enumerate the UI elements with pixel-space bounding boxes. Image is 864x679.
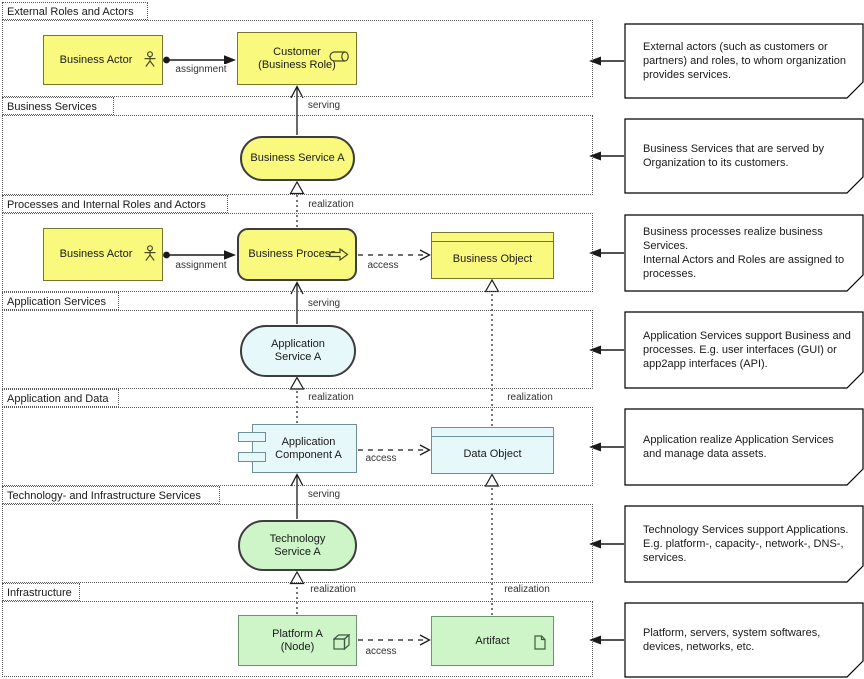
serving-label: serving: [305, 100, 343, 112]
annotation-business-services: Business Services that are served by Org…: [625, 119, 863, 193]
realization-connector-5: [484, 473, 500, 615]
note-shape: [624, 602, 864, 678]
component-tab-icon: [238, 452, 266, 462]
realization-label: realization: [502, 584, 552, 596]
lane-application-services: [2, 310, 593, 389]
access-connector-2: [358, 444, 431, 456]
note-shape: [624, 23, 864, 99]
annotation-text: Platform, servers, system softwares, dev…: [643, 627, 821, 653]
annotation-note-shapes: [624, 23, 864, 678]
role-icon: [329, 38, 350, 66]
platform-a-node[interactable]: Platform A (Node): [238, 615, 357, 666]
technology-service-a-node[interactable]: Technology Service A: [238, 520, 357, 571]
platform-a-label: Platform A (Node): [272, 627, 323, 653]
business-actor-node-2[interactable]: Business Actor: [43, 228, 163, 281]
lane-label-business-services: Business Services: [2, 97, 114, 115]
access-label: access: [363, 646, 399, 658]
technology-service-a-label: Technology Service A: [269, 532, 326, 558]
business-process-a-node[interactable]: Business Process A: [237, 228, 357, 281]
access-connector-3: [358, 634, 431, 646]
annotation-text: Application Services support Business an…: [643, 330, 851, 370]
serving-connector-3: [290, 473, 304, 519]
artifact-document-icon: [534, 622, 546, 654]
annotation-text: External actors (such as customers or pa…: [643, 41, 846, 81]
annotation-text: Business processes realize business Serv…: [643, 226, 845, 280]
object-header-band: [432, 233, 553, 242]
application-component-a-label: Application Component A: [275, 435, 342, 461]
artifact-node[interactable]: Artifact: [431, 616, 554, 666]
lane-business-services: [2, 115, 593, 195]
annotation-text: Technology Services support Applications…: [643, 524, 849, 564]
serving-connector-1: [290, 85, 304, 135]
lane-label-external-roles-and-actors: External Roles and Actors: [2, 2, 148, 20]
lane-application-and-data: [2, 407, 593, 486]
business-service-a-label: Business Service A: [250, 152, 345, 164]
customer-label: Customer (Business Role): [258, 45, 336, 71]
business-actor-label: Business Actor: [59, 248, 133, 260]
note-shape: [624, 505, 864, 583]
lane-infrastructure: [2, 601, 593, 677]
annotation-infrastructure: Platform, servers, system softwares, dev…: [625, 603, 863, 677]
artifact-label: Artifact: [475, 634, 510, 647]
lane-external-roles-and-actors: [2, 20, 593, 97]
realization-label: realization: [505, 392, 555, 404]
serving-label: serving: [305, 298, 343, 310]
realization-label: realization: [306, 199, 356, 211]
access-connector-1: [358, 249, 431, 261]
serving-connector-2: [290, 281, 304, 324]
data-object-node[interactable]: Data Object: [431, 427, 554, 474]
realization-label: realization: [308, 584, 358, 596]
annotation-technology-services: Technology Services support Applications…: [625, 506, 863, 582]
access-label: access: [363, 453, 399, 465]
realization-connector-1: [289, 180, 305, 227]
serving-label: serving: [305, 489, 343, 501]
note-shape: [624, 118, 864, 194]
annotation-external-actors: External actors (such as customers or pa…: [625, 24, 863, 98]
lane-label-processes-internal-roles: Processes and Internal Roles and Actors: [2, 195, 228, 213]
business-service-a-node[interactable]: Business Service A: [240, 136, 355, 181]
annotation-business-processes: Business processes realize business Serv…: [625, 215, 863, 291]
note-shape: [624, 214, 864, 292]
lane-processes-internal-roles: [2, 213, 593, 292]
lane-label-application-and-data: Application and Data: [2, 389, 119, 407]
customer-business-role-node[interactable]: Customer (Business Role): [237, 32, 357, 85]
assignment-connector-2: [163, 250, 236, 260]
node-cube-icon: [332, 621, 351, 654]
business-object-node[interactable]: Business Object: [431, 232, 554, 279]
application-service-a-label: Application Service A: [271, 338, 325, 363]
application-service-a-node[interactable]: Application Service A: [240, 325, 356, 377]
realization-connector-4: [289, 570, 305, 614]
lane-technology-infrastructure-services: [2, 504, 593, 583]
component-tab-icon: [238, 432, 266, 442]
access-label: access: [365, 260, 401, 272]
object-header-band: [432, 428, 553, 437]
annotation-text: Business Services that are served by Org…: [643, 143, 824, 169]
note-shape: [624, 311, 864, 389]
annotation-arrows: [589, 56, 624, 645]
application-component-a-node[interactable]: Application Component A: [252, 424, 357, 473]
note-shape: [624, 408, 864, 486]
business-actor-node-1[interactable]: Business Actor: [43, 35, 163, 85]
lane-label-application-services: Application Services: [2, 292, 119, 310]
assignment-label: assignment: [173, 64, 229, 76]
assignment-connector-1: [163, 55, 236, 65]
actor-icon: [143, 38, 157, 72]
annotation-application-services: Application Services support Business an…: [625, 312, 863, 388]
realization-connector-2: [289, 376, 305, 423]
data-object-label: Data Object: [463, 448, 522, 460]
business-actor-label: Business Actor: [59, 53, 133, 66]
lane-label-technology-infrastructure-services: Technology- and Infrastructure Services: [2, 486, 220, 504]
actor-icon: [143, 232, 157, 266]
process-arrow-icon: [329, 235, 349, 265]
annotation-text: Application realize Application Services…: [643, 434, 834, 460]
annotation-application-data: Application realize Application Services…: [625, 409, 863, 485]
realization-label: realization: [306, 392, 356, 404]
assignment-label: assignment: [173, 260, 229, 272]
lane-label-infrastructure: Infrastructure: [2, 583, 80, 601]
business-object-label: Business Object: [452, 253, 533, 265]
